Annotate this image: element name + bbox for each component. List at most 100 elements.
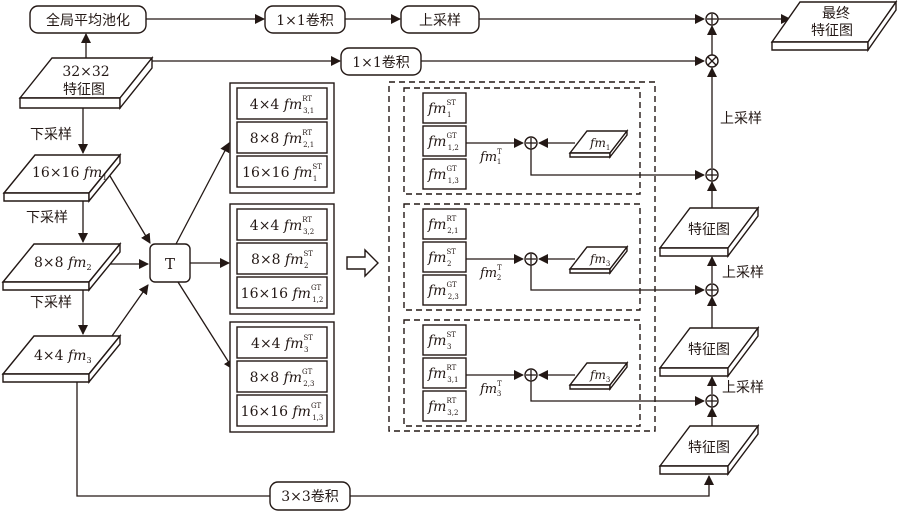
hollow-arrow-icon xyxy=(346,248,379,278)
right-feature-map-2: 特征图 xyxy=(658,325,760,379)
input-size-label: 32×32 xyxy=(62,64,109,80)
fusion-feature-map: fm3 xyxy=(568,244,629,276)
upsample-right-2: 上采样 xyxy=(722,265,764,281)
multiply-op xyxy=(705,54,719,68)
downsample-label-3: 下采样 xyxy=(30,295,72,311)
conv1x1-mid-node: 1×1卷积 xyxy=(340,47,422,76)
svg-text:fm3: fm3 xyxy=(589,368,610,384)
transform-label: T xyxy=(165,255,175,273)
upsample-top-node: 上采样 xyxy=(400,5,480,34)
arrow-fm3-to-t xyxy=(111,284,149,337)
global-avg-pool-node: 全局平均池化 xyxy=(29,5,147,34)
pyramid-size-2: 8×8 xyxy=(34,255,64,271)
right-feature-map-label-1: 特征图 xyxy=(688,222,730,238)
arrow-t-to-group3 xyxy=(177,281,234,370)
right-feature-map-3: 特征图 xyxy=(658,423,760,477)
add-op-right-1 xyxy=(705,168,719,182)
pyramid-map-3: 4×4 fm3 xyxy=(1,334,122,384)
upsample-top-label: 上采样 xyxy=(419,13,461,29)
right-feature-map-label-2: 特征图 xyxy=(688,342,730,358)
right-feature-map-1: 特征图 xyxy=(658,205,760,259)
add-op-top xyxy=(705,12,719,26)
arrow-fm1-to-t xyxy=(109,175,151,244)
svg-text:4×4 fm3: 4×4 fm3 xyxy=(34,348,92,365)
fusion-feature-map: fm1 xyxy=(568,128,629,160)
arrow-t-to-group1 xyxy=(175,142,230,245)
conv3x3-label: 3×3卷积 xyxy=(281,489,339,505)
final-label-2: 特征图 xyxy=(811,23,853,39)
input-name-label: 特征图 xyxy=(63,82,105,98)
final-label-1: 最终 xyxy=(822,6,850,22)
pyramid-size-1: 16×16 xyxy=(32,165,79,181)
pyramid-size-3: 4×4 xyxy=(34,348,64,364)
fusion-feature-map: fm3 xyxy=(568,360,629,392)
upsample-right-3: 上采样 xyxy=(722,380,764,396)
conv1x1-top-label: 1×1卷积 xyxy=(276,13,334,29)
global-avg-pool-label: 全局平均池化 xyxy=(46,12,130,29)
add-op-right-2 xyxy=(705,283,719,297)
conv1x1-top-node: 1×1卷积 xyxy=(264,5,346,34)
bottom-path-left xyxy=(76,382,270,497)
svg-text:fm3: fm3 xyxy=(589,252,610,268)
downsample-label-2: 下采样 xyxy=(26,210,68,226)
fusion-outer-dashed-box xyxy=(388,81,656,432)
svg-text:8×8 fm2: 8×8 fm2 xyxy=(34,255,92,272)
conv1x1-mid-label: 1×1卷积 xyxy=(352,55,410,71)
pyramid-map-1: 16×16 fm1 xyxy=(2,153,122,203)
add-op xyxy=(524,136,538,150)
svg-text:fm1: fm1 xyxy=(589,136,610,152)
pyramid-map-2: 8×8 fm2 xyxy=(1,242,122,292)
add-op xyxy=(524,368,538,382)
svg-text:16×16 fm1: 16×16 fm1 xyxy=(32,165,107,182)
right-feature-map-label-3: 特征图 xyxy=(688,440,730,456)
downsample-label-1: 下采样 xyxy=(30,127,72,143)
add-op-right-3 xyxy=(705,394,719,408)
